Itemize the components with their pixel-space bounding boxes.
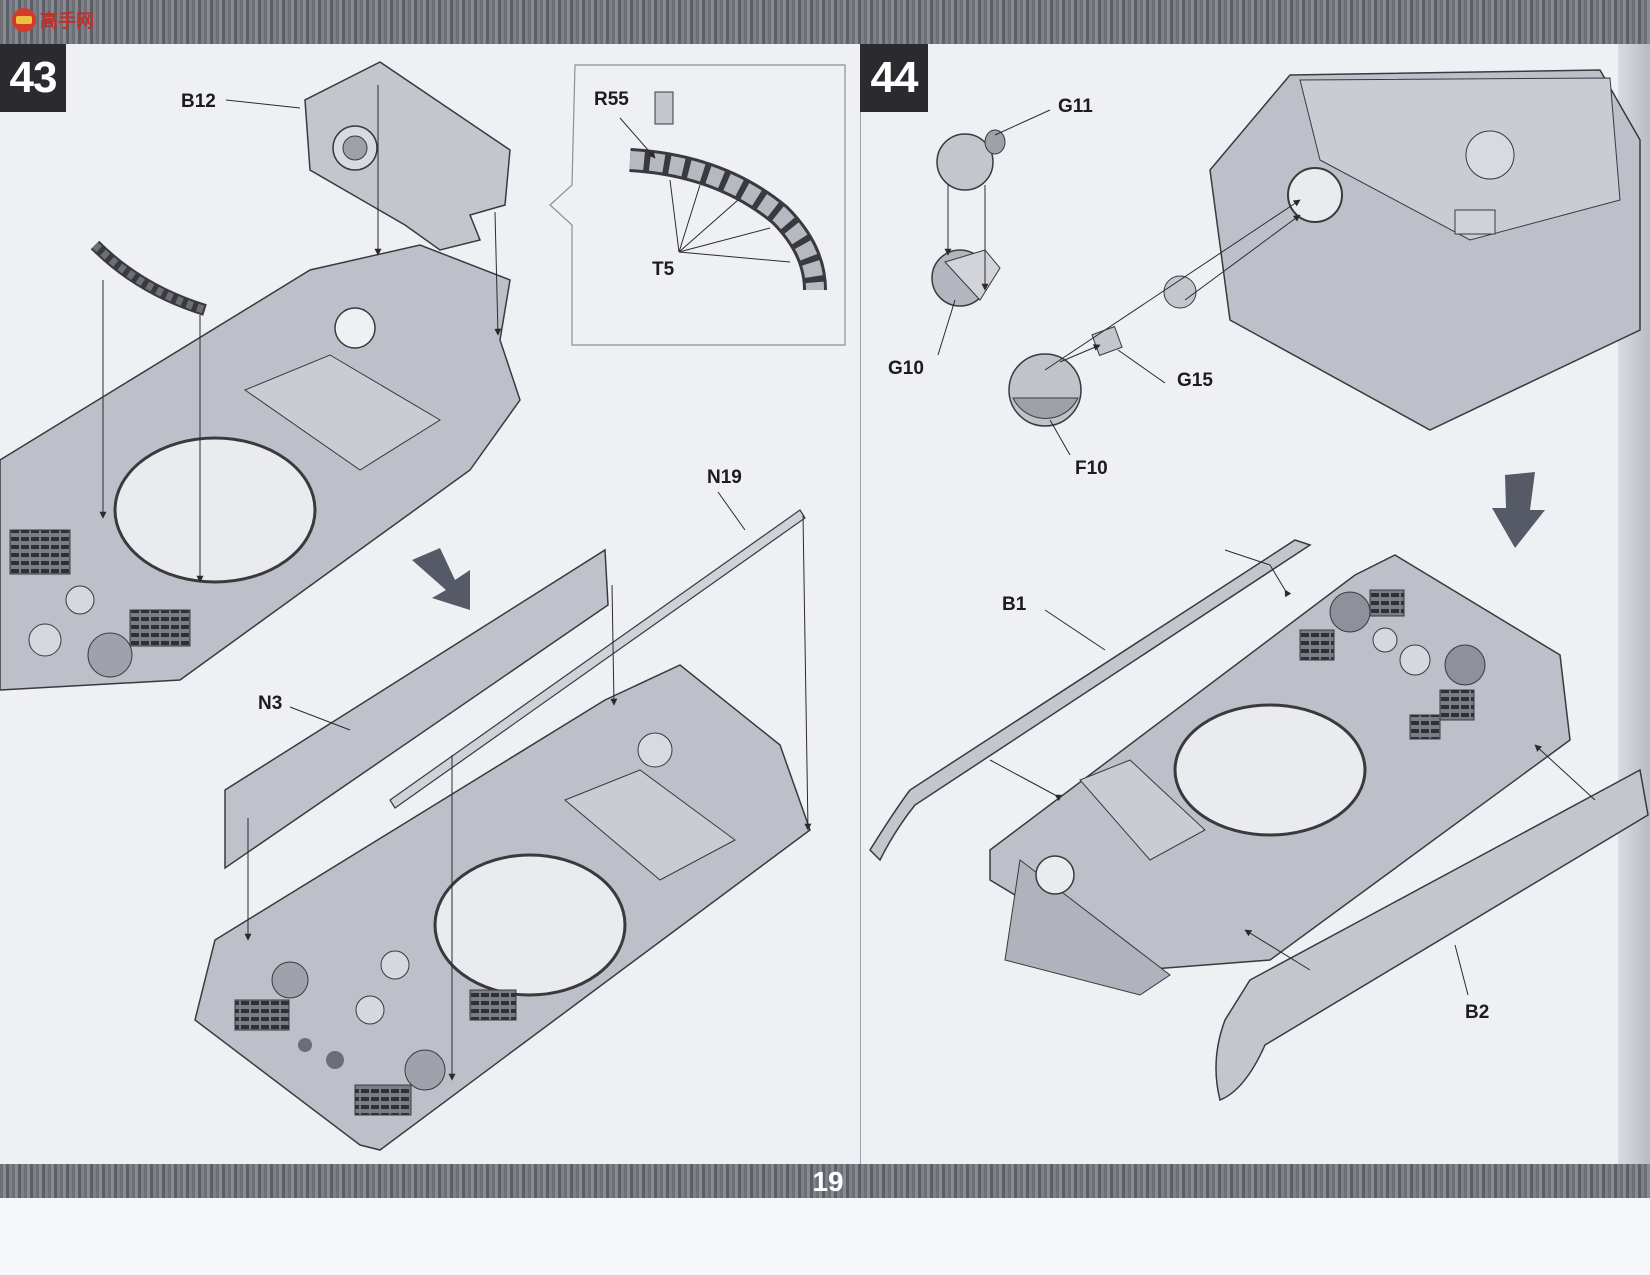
step43-b12-track-guide: [90, 240, 207, 316]
part-label-b2: B2: [1465, 1002, 1490, 1023]
step44-b1-fender: [869, 539, 1312, 862]
step43-leader-lines: [99, 85, 812, 1081]
site-logo: 高手网: [12, 8, 94, 32]
part-label-n3: N3: [258, 693, 283, 714]
scan-margin: [0, 1198, 1650, 1275]
step44-g11-part: [936, 129, 1006, 191]
logo-text: 高手网: [40, 10, 94, 32]
step-number-43: 43: [0, 44, 66, 112]
step-divider: [860, 44, 861, 1164]
step44-b2-fender: [1215, 768, 1649, 1102]
part-label-t5: T5: [652, 259, 675, 280]
step44-g15-part: [1091, 275, 1197, 357]
step44-arrow-down: [1492, 472, 1545, 548]
part-label-g15: G15: [1177, 370, 1213, 391]
part-label-r55: R55: [594, 89, 629, 110]
step44-hull-top-view: [989, 554, 1571, 996]
step44-leader-lines: [937, 109, 1596, 996]
step43-hull-upper: [0, 244, 521, 691]
part-label-g10: G10: [888, 358, 924, 379]
step43-arrow-down: [412, 548, 470, 610]
step43-n3-plate: [224, 548, 609, 870]
step-number-44: 44: [860, 44, 928, 112]
step44-f10-part: [1008, 353, 1082, 427]
part-label-b1: B1: [1002, 594, 1027, 615]
page-number: 19: [812, 1166, 844, 1197]
step43-b12-plate: [304, 61, 511, 251]
part-label-f10: F10: [1075, 458, 1108, 479]
step43-hull-lower: [194, 664, 811, 1151]
part-label-b12: B12: [181, 91, 216, 112]
step44-hull-rear-view: [1209, 69, 1641, 431]
top-border-strip: [0, 0, 1650, 44]
step43-n19-strip: [389, 509, 806, 809]
part-label-n19: N19: [707, 467, 742, 488]
step43-detail-inset: [549, 64, 846, 346]
bottom-border-strip: [0, 1164, 1650, 1198]
step44-g10-part: [931, 249, 1001, 307]
part-label-g11: G11: [1058, 96, 1093, 117]
